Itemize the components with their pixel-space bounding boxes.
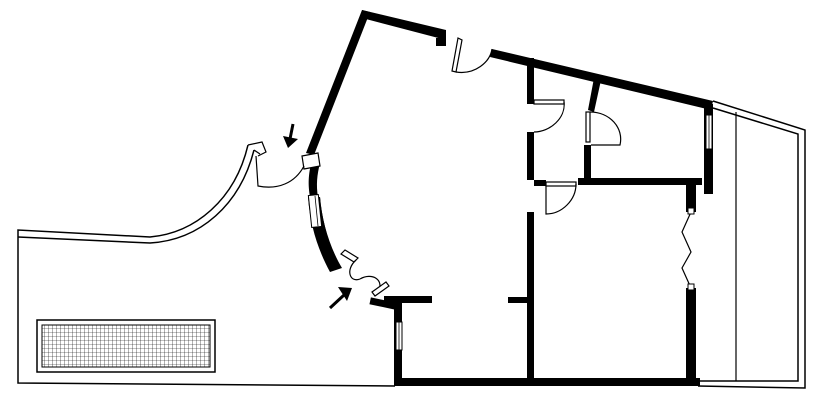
terrace (17, 141, 396, 387)
floor-grate (36, 319, 216, 373)
exterior-walls (306, 10, 713, 386)
door-small-room (533, 99, 565, 133)
door-left-entry (255, 152, 321, 188)
entry-arrows (283, 123, 352, 310)
door-upper-right-room (585, 111, 622, 146)
window (307, 194, 323, 228)
arrow-icon (328, 287, 352, 310)
door-right-folding (681, 207, 695, 291)
door-top (451, 37, 493, 74)
door-bottom-entry (340, 249, 390, 297)
right-balcony (697, 100, 806, 389)
doors (255, 37, 695, 297)
interior-walls (436, 38, 702, 382)
arrow-icon (283, 123, 298, 148)
door-lower-right-room (545, 181, 577, 215)
